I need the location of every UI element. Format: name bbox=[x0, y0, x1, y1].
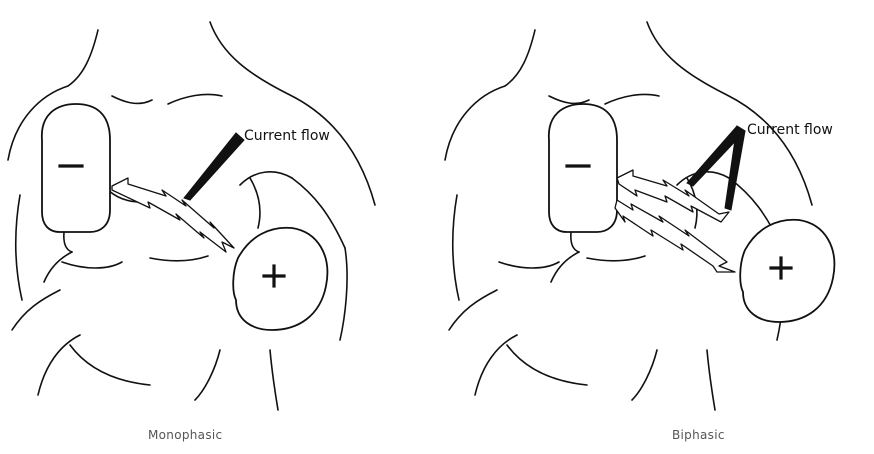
positive-electrode-pad bbox=[233, 228, 327, 330]
biphasic-caption: Biphasic bbox=[672, 428, 725, 442]
current-flow-bolt-forward bbox=[615, 200, 735, 272]
negative-electrode-pad bbox=[42, 104, 110, 282]
callout-label: Current flow bbox=[244, 128, 330, 144]
negative-electrode-pad bbox=[549, 104, 617, 282]
current-flow-pointer bbox=[184, 133, 244, 200]
biphasic-panel: Current flow bbox=[437, 0, 874, 420]
monophasic-panel: Current flow bbox=[0, 0, 437, 420]
callout-label: Current flow bbox=[747, 122, 833, 138]
positive-electrode-pad bbox=[740, 220, 834, 322]
monophasic-caption: Monophasic bbox=[148, 428, 222, 442]
current-flow-bolt bbox=[112, 178, 234, 252]
